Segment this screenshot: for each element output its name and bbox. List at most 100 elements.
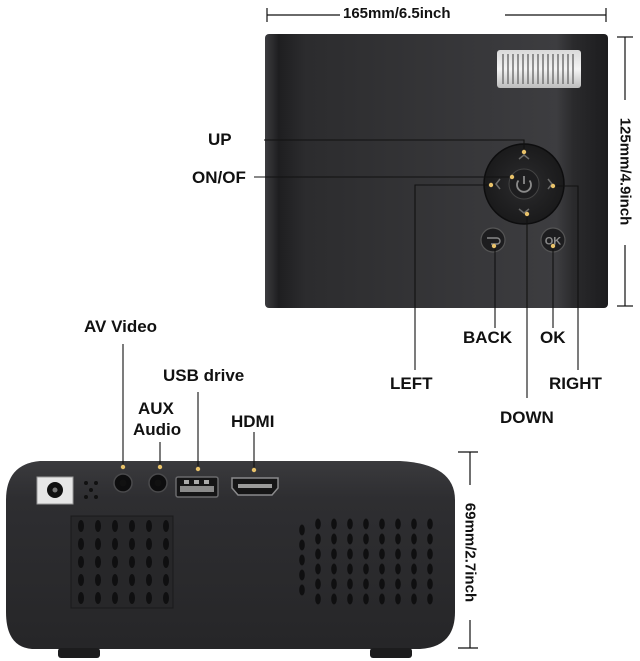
vent-slot	[347, 518, 353, 530]
usb-port	[175, 476, 219, 498]
vent-slot	[146, 556, 152, 568]
vent-slot	[95, 538, 101, 550]
vent-slot	[363, 518, 369, 530]
height-label: 69mm/2.7inch	[461, 502, 479, 603]
vent-slot	[112, 592, 118, 604]
vent-slot	[411, 548, 417, 560]
vent-slot	[395, 518, 401, 530]
vent-slot	[347, 578, 353, 590]
left-arrow-icon	[495, 178, 501, 190]
depth-dimension	[617, 36, 633, 307]
vent-slot	[112, 538, 118, 550]
vent-slot	[146, 520, 152, 532]
back-arrow-icon	[487, 237, 501, 245]
vent-slot	[129, 520, 135, 532]
hdmi-port	[231, 477, 279, 496]
vent-slot	[78, 556, 84, 568]
power-icon	[516, 176, 532, 193]
vent-slot	[299, 569, 305, 581]
vent-slot	[331, 548, 337, 560]
vent-slot	[315, 533, 321, 545]
vent-slot	[129, 592, 135, 604]
aux-audio-jack	[148, 473, 168, 493]
top-body	[265, 34, 608, 308]
vent-slot	[363, 593, 369, 605]
vent-slot	[315, 548, 321, 560]
vent-slot	[427, 593, 433, 605]
right-vents	[299, 518, 433, 605]
vent-slot	[299, 554, 305, 566]
dc-power-jack	[36, 476, 74, 505]
vent-slot	[427, 533, 433, 545]
height-dimension	[458, 451, 478, 649]
vent-slot	[95, 520, 101, 532]
vent-slot	[379, 578, 385, 590]
vent-slot	[411, 578, 417, 590]
vent-slot	[427, 563, 433, 575]
vent-slot	[331, 578, 337, 590]
vent-slot	[146, 592, 152, 604]
vent-slot	[78, 520, 84, 532]
vent-slot	[95, 556, 101, 568]
vent-slot	[363, 563, 369, 575]
vent-slot	[78, 574, 84, 586]
vent-slot	[163, 538, 169, 550]
top-callouts	[254, 139, 579, 398]
vent-slot	[129, 574, 135, 586]
top-callout-dots	[488, 149, 556, 249]
vent-slot	[78, 538, 84, 550]
vent-slot	[331, 518, 337, 530]
vent-slot	[411, 518, 417, 530]
vent-slot	[163, 520, 169, 532]
vent-slot	[163, 574, 169, 586]
label-aux: AUX	[138, 399, 174, 418]
vent-slot	[427, 548, 433, 560]
vent-slot	[411, 563, 417, 575]
vent-slot	[411, 533, 417, 545]
vent-slot	[315, 563, 321, 575]
vent-slot	[347, 593, 353, 605]
vent-slot	[363, 533, 369, 545]
vent-slot	[163, 556, 169, 568]
direction-pad	[483, 143, 565, 225]
vent-slot	[78, 592, 84, 604]
vent-slot	[315, 518, 321, 530]
label-right: RIGHT	[549, 374, 602, 393]
vent-slot	[395, 548, 401, 560]
vent-slot	[95, 574, 101, 586]
label-power: ON/OF	[192, 168, 246, 187]
vent-slot	[315, 578, 321, 590]
vent-slot	[146, 538, 152, 550]
rear-view	[6, 461, 455, 658]
vent-slot	[379, 533, 385, 545]
vent-slot	[129, 556, 135, 568]
rear-callout-dots	[120, 464, 257, 473]
label-back: BACK	[463, 328, 513, 347]
vent-slot	[112, 556, 118, 568]
label-ok: OK	[540, 328, 566, 347]
vent-slot	[395, 533, 401, 545]
vent-slot	[379, 548, 385, 560]
vent-slot	[395, 593, 401, 605]
label-usb-drive: USB drive	[163, 366, 245, 385]
label-down: DOWN	[500, 408, 554, 427]
label-up: UP	[208, 130, 232, 149]
vent-slot	[363, 548, 369, 560]
vent-slot	[112, 520, 118, 532]
vent-slot	[95, 592, 101, 604]
label-left: LEFT	[390, 374, 433, 393]
vent-slot	[347, 548, 353, 560]
vent-slot	[331, 593, 337, 605]
vent-slot	[379, 593, 385, 605]
vent-slot	[299, 584, 305, 596]
vent-slot	[331, 533, 337, 545]
vent-slot	[379, 518, 385, 530]
vent-slot	[163, 592, 169, 604]
lens-window	[497, 50, 581, 88]
width-label: 165mm/6.5inch	[343, 5, 451, 22]
label-hdmi: HDMI	[231, 412, 275, 431]
vent-slot	[411, 593, 417, 605]
label-aux-audio: Audio	[133, 420, 182, 439]
av-video-jack	[113, 473, 133, 493]
